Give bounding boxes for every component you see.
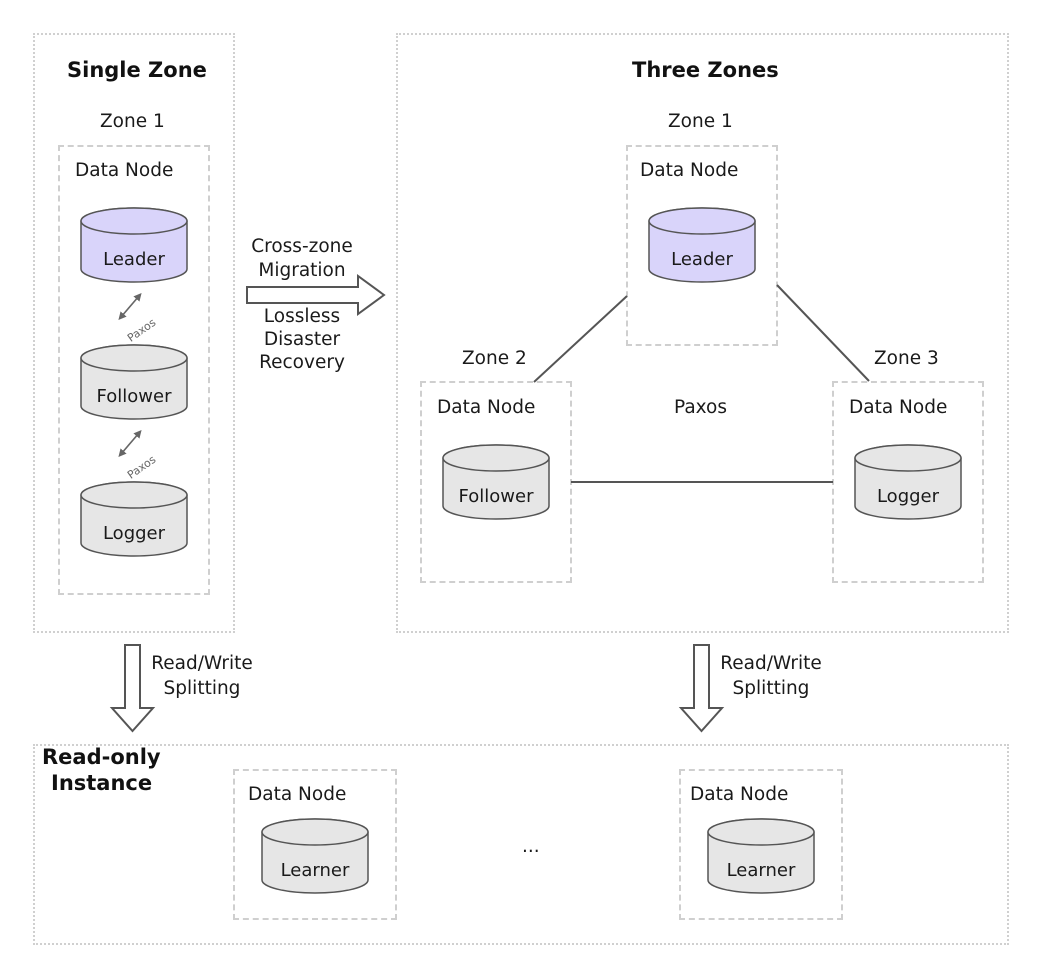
zone1-leader-cylinder: Leader [648, 207, 756, 283]
read-only-title-line1: Read-only [42, 745, 161, 769]
right-splitting-arrow [678, 644, 725, 733]
paxos-arrow-2 [118, 429, 142, 458]
zone3-logger-cylinder-label: Logger [877, 486, 940, 507]
left-splitting-line1: Read/Write [151, 653, 253, 674]
migration-arrow [246, 274, 386, 316]
read-only-node2-label: Data Node [690, 784, 789, 805]
transition-line1: Cross-zone [251, 236, 353, 257]
left-splitting-line2: Splitting [163, 678, 241, 699]
paxos-line-zone1-zone2 [533, 295, 628, 383]
single-zone-logger-cylinder: Logger [80, 481, 188, 557]
three-zones-title: Three Zones [632, 58, 779, 82]
zone1-label: Zone 1 [668, 111, 733, 132]
read-only-learner-cylinder-1: Learner [261, 818, 369, 894]
zone3-logger-cylinder: Logger [854, 444, 962, 520]
zone3-node-label: Data Node [849, 397, 948, 418]
transition-line4: Disaster [263, 329, 341, 350]
single-zone-follower-cylinder: Follower [80, 344, 188, 420]
zone2-follower-cylinder-label: Follower [459, 486, 535, 507]
read-only-title-line2: Instance [51, 771, 153, 795]
zone1-node-label: Data Node [640, 160, 739, 181]
transition-line2: Migration [258, 260, 346, 281]
zone2-label: Zone 2 [462, 348, 527, 369]
paxos-arrow-1 [118, 292, 142, 321]
read-only-data-node-2 [679, 769, 843, 920]
right-splitting-line2: Splitting [732, 678, 810, 699]
transition-line3: Lossless [263, 306, 341, 327]
single-zone-leader-cylinder: Leader [80, 207, 188, 283]
zone1-data-node [626, 145, 778, 346]
read-only-learner-cylinder-2-label: Learner [727, 860, 796, 881]
zone2-follower-cylinder: Follower [442, 444, 550, 520]
read-only-panel [33, 744, 1009, 945]
single-zone-leader-cylinder-label: Leader [103, 249, 165, 270]
single-zone-panel [33, 33, 235, 633]
single-zone-follower-cylinder-label: Follower [97, 386, 173, 407]
single-zone-logger-cylinder-label: Logger [103, 523, 166, 544]
single-zone-title: Single Zone [67, 58, 207, 82]
transition-line5: Recovery [259, 352, 345, 373]
right-splitting-line1: Read/Write [720, 653, 822, 674]
left-splitting-arrow [109, 644, 156, 733]
zone2-node-label: Data Node [437, 397, 536, 418]
zone1-leader-cylinder-label: Leader [671, 249, 733, 270]
three-zones-panel [396, 33, 1009, 633]
read-only-ellipsis: ... [522, 836, 540, 857]
zone3-label: Zone 3 [874, 348, 939, 369]
read-only-learner-cylinder-2: Learner [707, 818, 815, 894]
read-only-data-node-1 [233, 769, 397, 920]
single-zone-data-node [58, 145, 210, 595]
read-only-learner-cylinder-1-label: Learner [281, 860, 350, 881]
single-zone-node-label: Data Node [75, 160, 174, 181]
read-only-node1-label: Data Node [248, 784, 347, 805]
three-zones-paxos-label: Paxos [674, 397, 727, 418]
single-zone-zone-label: Zone 1 [100, 111, 165, 132]
paxos-line-zone1-zone3 [776, 284, 870, 382]
